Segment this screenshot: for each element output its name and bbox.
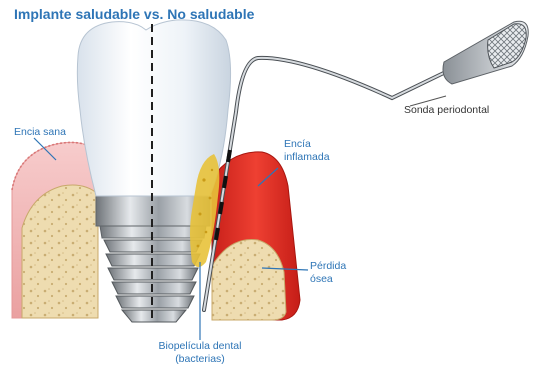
label-biofilm: Biopelícula dental (bacterias) [152,340,248,366]
label-inflamed-gum-line2: inflamada [284,151,330,164]
label-inflamed-gum-line1: Encía [284,138,330,151]
label-inflamed-gum: Encía inflamada [284,138,330,164]
label-healthy-gum: Encia sana [14,126,66,139]
probe-handle-grip [488,24,527,68]
diagram-title: Implante saludable vs. No saludable [14,6,254,22]
label-biofilm-line1: Biopelícula dental [152,340,248,353]
label-biofilm-line2: (bacterias) [152,353,248,366]
label-probe: Sonda periodontal [404,104,489,117]
label-bone-loss-line1: Pérdida [310,260,346,273]
label-bone-loss-line2: ósea [310,273,346,286]
bone-loss-bone [212,240,286,320]
label-bone-loss: Pérdida ósea [310,260,346,286]
healthy-bone [22,185,98,318]
